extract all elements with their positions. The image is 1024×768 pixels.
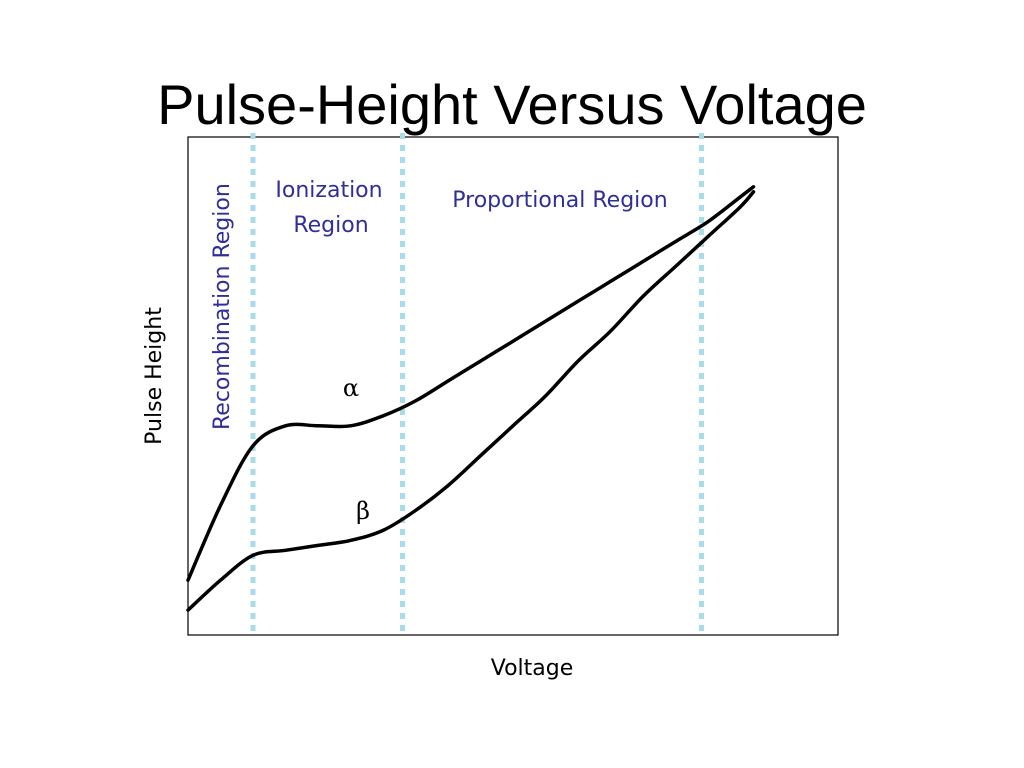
region-label-ionization-line2: Region [293, 213, 368, 238]
plot-frame [187, 136, 839, 636]
series-label-beta: β [356, 497, 370, 525]
curves [186, 185, 756, 612]
page-title: Pulse-Height Versus Voltage [157, 73, 867, 136]
series-line-alpha [186, 185, 756, 582]
series-line-beta [186, 190, 756, 612]
series-label-alpha: α [343, 374, 359, 402]
y-axis-label: Pulse Height [142, 307, 167, 445]
region-label-ionization-line1: Ionization [275, 178, 382, 203]
region-label-recombination: Recombination Region [210, 183, 235, 430]
region-boundaries [250, 133, 704, 637]
region-label-proportional: Proportional Region [452, 188, 667, 213]
x-axis-label: Voltage [491, 656, 574, 681]
